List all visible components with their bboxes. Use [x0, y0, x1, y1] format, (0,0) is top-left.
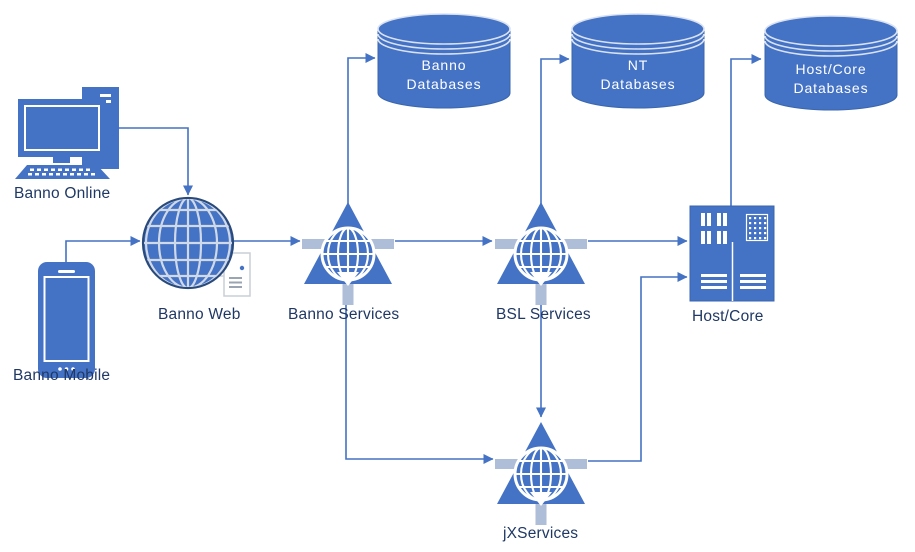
globe-icon [141, 196, 235, 290]
jxservices-label: jXServices [503, 525, 579, 542]
smartphone-icon [38, 262, 95, 378]
jxservices-icon [495, 422, 587, 525]
banno-databases-label: Banno Databases [406, 57, 482, 92]
connector-jxservices-to-host-core [588, 272, 688, 462]
host-core-databases-label: Host/Core Databases [793, 61, 869, 96]
connector-banno-mobile-to-banno-web [65, 236, 141, 263]
banno-mobile-label: Banno Mobile [13, 367, 111, 384]
mainframe-icon [689, 205, 775, 302]
nt-databases-label: NT Databases [600, 57, 676, 92]
banno-services-label: Banno Services [288, 306, 400, 323]
host-core-label: Host/Core [692, 308, 764, 325]
bsl-services-icon [495, 202, 587, 305]
connector-banno-online-to-banno-web [119, 127, 193, 196]
connector-banno-services-to-jxservices [345, 300, 494, 464]
desktop-computer-icon [15, 87, 119, 179]
banno-web-label: Banno Web [158, 306, 241, 323]
banno-online-label: Banno Online [14, 185, 111, 202]
connector-banno-services-to-banno-databases [347, 53, 376, 205]
connector-bsl-services-to-nt-databases [540, 54, 570, 205]
connector-host-core-to-host-core-databases [730, 54, 762, 206]
banno-services-icon [302, 202, 394, 305]
bsl-services-label: BSL Services [496, 306, 591, 323]
